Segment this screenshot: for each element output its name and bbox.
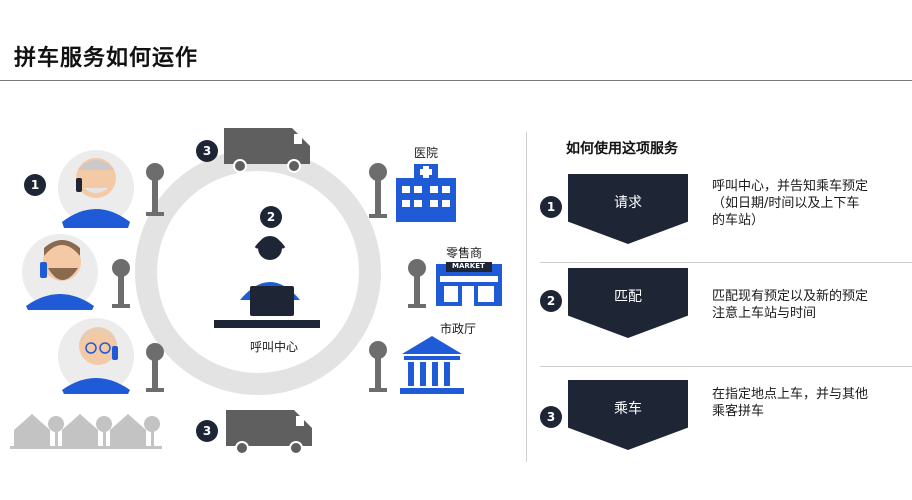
page-title: 拼车服务如何运作 [14, 46, 199, 71]
bus-stop-icon [146, 163, 164, 216]
step-1-badge: 1 [540, 196, 562, 218]
call-center-label: 呼叫中心 [250, 340, 299, 354]
step-1-description: 呼叫中心，并告知乘车预定 （如日期/时间以及上下车 的车站） [712, 178, 902, 229]
title-divider [0, 80, 912, 81]
panel-divider [526, 132, 527, 462]
van-icon-top [224, 128, 310, 173]
bus-stop-icon [112, 259, 130, 308]
market-sign: MARKET [452, 262, 485, 270]
bus-stop-icon [146, 343, 164, 392]
step-2-label: 匹配 [614, 289, 642, 305]
city-hall-label: 市政厅 [440, 322, 477, 336]
step-2-desc-line: 匹配现有预定以及新的预定 [712, 289, 869, 304]
operator-icon [214, 236, 320, 328]
step-3-description: 在指定地点上车，并与其他 乘客拼车 [712, 386, 902, 420]
bus-stop-icons [112, 163, 426, 392]
market-icon [436, 262, 502, 306]
step-3-desc-line: 乘客拼车 [712, 404, 765, 419]
step-2-badge: 2 [540, 290, 562, 312]
bus-stop-icon [369, 341, 387, 392]
step-3-badge: 3 [540, 406, 562, 428]
bus-stop-icon [369, 163, 387, 218]
retailer-label: 零售商 [446, 246, 483, 260]
hospital-icon [396, 164, 456, 222]
step-badge-call-center: 2 [260, 206, 282, 228]
step-badge-passengers: 1 [24, 174, 46, 196]
step-divider [540, 366, 912, 367]
step-1-desc-line: （如日期/时间以及上下车 [712, 196, 860, 211]
step-badge-van-top: 3 [196, 140, 218, 162]
step-2-description: 匹配现有预定以及新的预定 注意上车站与时间 [712, 288, 902, 322]
hospital-label: 医院 [414, 146, 439, 160]
elderly-man-avatar [58, 150, 134, 228]
van-icon-bottom [226, 410, 312, 455]
step-1-desc-line: 呼叫中心，并告知乘车预定 [712, 179, 869, 194]
step-2-desc-line: 注意上车站与时间 [712, 306, 817, 321]
houses-icon [10, 414, 162, 449]
step-3-desc-line: 在指定地点上车，并与其他 [712, 387, 869, 402]
city-hall-icon [400, 336, 464, 394]
bearded-man-avatar [22, 234, 98, 310]
bus-stop-icon [408, 259, 426, 308]
step-badge-van-bottom: 3 [196, 420, 218, 442]
step-divider [540, 262, 912, 263]
elderly-woman-avatar [58, 318, 134, 394]
step-3-label: 乘车 [614, 401, 642, 417]
step-1-label: 请求 [614, 195, 642, 211]
how-to-use-title: 如何使用这项服务 [566, 141, 678, 157]
step-1-desc-line: 的车站） [712, 213, 765, 228]
